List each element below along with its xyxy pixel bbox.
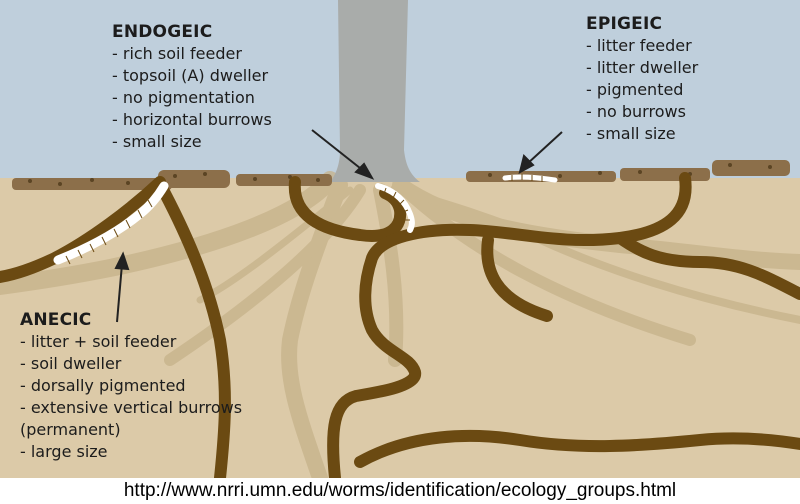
epigeic-trait: - litter feeder [586,35,698,57]
epigeic-label: EPIGEIC - litter feeder - litter dweller… [586,14,698,145]
anecic-trait: - dorsally pigmented [20,375,242,397]
epigeic-title: EPIGEIC [586,14,698,35]
anecic-label: ANECIC - litter + soil feeder - soil dwe… [20,310,242,463]
epigeic-trait: - no burrows [586,101,698,123]
epigeic-trait: - pigmented [586,79,698,101]
anecic-title: ANECIC [20,310,242,331]
endogeic-trait: - horizontal burrows [112,109,272,131]
source-url-caption: http://www.nrri.umn.edu/worms/identifica… [0,478,800,504]
epigeic-traits: - litter feeder - litter dweller - pigme… [586,35,698,145]
endogeic-trait: - topsoil (A) dweller [112,65,272,87]
anecic-trait: - extensive vertical burrows [20,397,242,419]
anecic-trait: (permanent) [20,419,242,441]
endogeic-trait: - no pigmentation [112,87,272,109]
endogeic-title: ENDOGEIC [112,22,272,43]
anecic-trait: - soil dweller [20,353,242,375]
epigeic-trait: - small size [586,123,698,145]
endogeic-traits: - rich soil feeder - topsoil (A) dweller… [112,43,272,153]
endogeic-trait: - small size [112,131,272,153]
anecic-traits: - litter + soil feeder - soil dweller - … [20,331,242,463]
endogeic-label: ENDOGEIC - rich soil feeder - topsoil (A… [112,22,272,153]
endogeic-trait: - rich soil feeder [112,43,272,65]
anecic-trait: - litter + soil feeder [20,331,242,353]
epigeic-trait: - litter dweller [586,57,698,79]
anecic-trait: - large size [20,441,242,463]
